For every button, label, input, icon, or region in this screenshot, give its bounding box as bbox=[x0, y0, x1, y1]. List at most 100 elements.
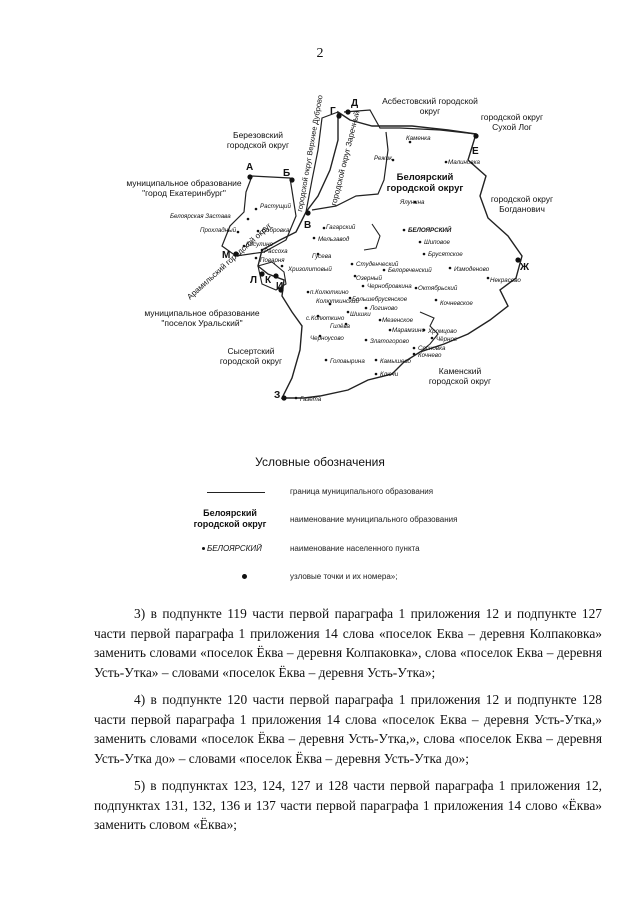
svg-text:Златогорово: Златогорово bbox=[370, 338, 410, 345]
svg-text:Студенческий: Студенческий bbox=[356, 261, 399, 268]
node-point-zh bbox=[515, 257, 521, 263]
region-berezovsky: Березовский городской округ bbox=[226, 130, 290, 150]
svg-text:Колюткинский: Колюткинский bbox=[316, 298, 359, 305]
region-zarechny: городской округ Заречный bbox=[329, 110, 361, 207]
paragraph-5: 5) в подпунктах 123, 124, 127 и 128 част… bbox=[94, 778, 602, 832]
svg-text:Гагарский: Гагарский bbox=[326, 224, 356, 231]
svg-text:Режик: Режик bbox=[374, 155, 393, 162]
svg-text:Камышево: Камышево bbox=[380, 358, 412, 365]
region-sysert: Сысертский городской округ bbox=[219, 346, 283, 366]
region-bogdanovich: городской округ Богданович bbox=[490, 194, 554, 214]
settlement: Златогорово bbox=[364, 338, 410, 345]
legend-boundary-sample bbox=[207, 492, 265, 493]
svg-text:Головырина: Головырина bbox=[330, 358, 365, 365]
kamensky-boundary bbox=[419, 311, 439, 353]
node-point-z bbox=[281, 395, 287, 401]
node-point-l bbox=[259, 271, 265, 277]
svg-text:Хризолитовый: Хризолитовый bbox=[287, 266, 332, 273]
region-asbest: Асбестовский городской округ bbox=[382, 96, 478, 116]
node-label-k: К bbox=[265, 275, 272, 286]
legend-settlement-sample: БЕЛОЯРСКИЙ bbox=[202, 544, 262, 553]
node-label-l: Л bbox=[250, 275, 257, 286]
svg-text:БЕЛОЯРСКИЙ: БЕЛОЯРСКИЙ bbox=[408, 226, 452, 234]
svg-text:Некрасово: Некрасово bbox=[490, 277, 521, 284]
svg-text:Ключи: Ключи bbox=[380, 371, 399, 378]
svg-text:Прохладный: Прохладный bbox=[200, 227, 237, 234]
legend-name-desc: наименование муниципального образования bbox=[290, 515, 458, 524]
legend-boundary-desc: граница муниципального образования bbox=[290, 487, 434, 496]
node-label-d: Д bbox=[351, 98, 358, 109]
settlement: п.Колюткино bbox=[306, 289, 349, 296]
settlement: Шишки bbox=[346, 310, 371, 318]
legend-name-sample: Белоярский городской округ bbox=[180, 508, 280, 530]
svg-text:Растущий: Растущий bbox=[260, 203, 291, 210]
document-body: 3) в подпункте 119 части первой параграф… bbox=[94, 604, 602, 843]
page-number: 2 bbox=[316, 46, 324, 61]
settlement: Белоярская Застава bbox=[170, 213, 250, 221]
svg-text:Рассоха: Рассоха bbox=[264, 248, 288, 255]
legend-title: Условные обозначения bbox=[255, 455, 385, 469]
node-point-i bbox=[278, 287, 284, 293]
settlement: с.Колюткино bbox=[306, 314, 345, 322]
settlement: Прохладный bbox=[200, 227, 240, 234]
node-points bbox=[233, 109, 521, 401]
legend-settlement-desc: наименование населенного пункта bbox=[290, 544, 420, 553]
settlement: Хризолитовый bbox=[280, 264, 332, 273]
svg-text:Газета: Газета bbox=[300, 396, 322, 403]
region-ekaterinburg: муниципальное образование "город Екатери… bbox=[126, 178, 242, 198]
settlement: Косулино bbox=[242, 241, 273, 248]
svg-text:п.Колюткино: п.Колюткино bbox=[310, 289, 349, 296]
settlement: Растущий bbox=[254, 203, 291, 211]
node-label-v: В bbox=[304, 220, 311, 231]
settlement: Ключи bbox=[374, 371, 399, 378]
region-sukhoi-log: городской округ Сухой Лог bbox=[480, 112, 544, 132]
svg-text:Каменка: Каменка bbox=[406, 135, 431, 142]
settlement: Сосновка bbox=[412, 345, 446, 352]
node-point-k bbox=[273, 273, 279, 279]
svg-text:Косулино: Косулино bbox=[246, 241, 273, 248]
svg-text:Шиповое: Шиповое bbox=[424, 239, 451, 246]
settlement: Головырина bbox=[324, 358, 365, 365]
node-point-a bbox=[247, 174, 253, 180]
district-map: А Б В Г Д Е Ж З И К Л М Асбестовский гор… bbox=[126, 94, 554, 403]
settlement: Большебрусянское bbox=[348, 296, 408, 303]
svg-text:Ялунина: Ялунина bbox=[399, 199, 425, 206]
settlement: Некрасово bbox=[486, 276, 521, 284]
zarechny-inner bbox=[363, 223, 381, 251]
settlement: Озерный bbox=[353, 274, 382, 282]
settlement-dot-icon bbox=[202, 547, 205, 551]
svg-text:Чернобровкина: Чернобровкина bbox=[367, 283, 412, 290]
settlement: Брусятское bbox=[422, 251, 463, 258]
uralsky-boundary bbox=[257, 261, 287, 291]
settlement: Студенческий bbox=[350, 261, 399, 268]
svg-text:Гилёва: Гилёва bbox=[330, 323, 351, 330]
node-label-g: Г bbox=[330, 106, 336, 117]
svg-text:Большебрусянское: Большебрусянское bbox=[352, 296, 408, 303]
settlement: Камышево bbox=[374, 358, 412, 365]
svg-text:Кочневское: Кочневское bbox=[440, 300, 473, 307]
svg-text:Малиновка: Малиновка bbox=[448, 159, 481, 166]
node-point-e bbox=[473, 133, 479, 139]
asbest-boundary bbox=[343, 109, 477, 135]
svg-text:Марамзино: Марамзино bbox=[392, 327, 425, 334]
settlement: Кочневское bbox=[434, 298, 473, 307]
node-label-a: А bbox=[246, 162, 253, 173]
legend-name-sample-line1: Белоярский bbox=[203, 508, 257, 518]
svg-text:Брусятское: Брусятское bbox=[428, 251, 463, 258]
settlement: Газета bbox=[294, 396, 322, 403]
svg-text:Мезенское: Мезенское bbox=[382, 317, 414, 324]
svg-text:Черноусово: Черноусово bbox=[310, 335, 344, 342]
settlement: Гилёва bbox=[330, 322, 351, 330]
settlement: Поварня bbox=[254, 256, 285, 264]
node-point-icon bbox=[242, 574, 247, 579]
svg-text:Белореченский: Белореченский bbox=[388, 267, 432, 274]
node-label-b: Б bbox=[283, 168, 290, 179]
legend-settlement-sample-text: БЕЛОЯРСКИЙ bbox=[207, 544, 262, 553]
svg-text:Поварня: Поварня bbox=[260, 257, 285, 264]
settlement: Марамзино bbox=[388, 327, 425, 334]
settlement: Кочнево bbox=[412, 352, 442, 359]
svg-text:Кочнево: Кочнево bbox=[418, 352, 442, 359]
paragraph-4: 4) в подпункте 120 части первой параграф… bbox=[94, 692, 602, 766]
node-point-d bbox=[345, 109, 351, 115]
svg-text:Мельзавод: Мельзавод bbox=[318, 236, 350, 243]
